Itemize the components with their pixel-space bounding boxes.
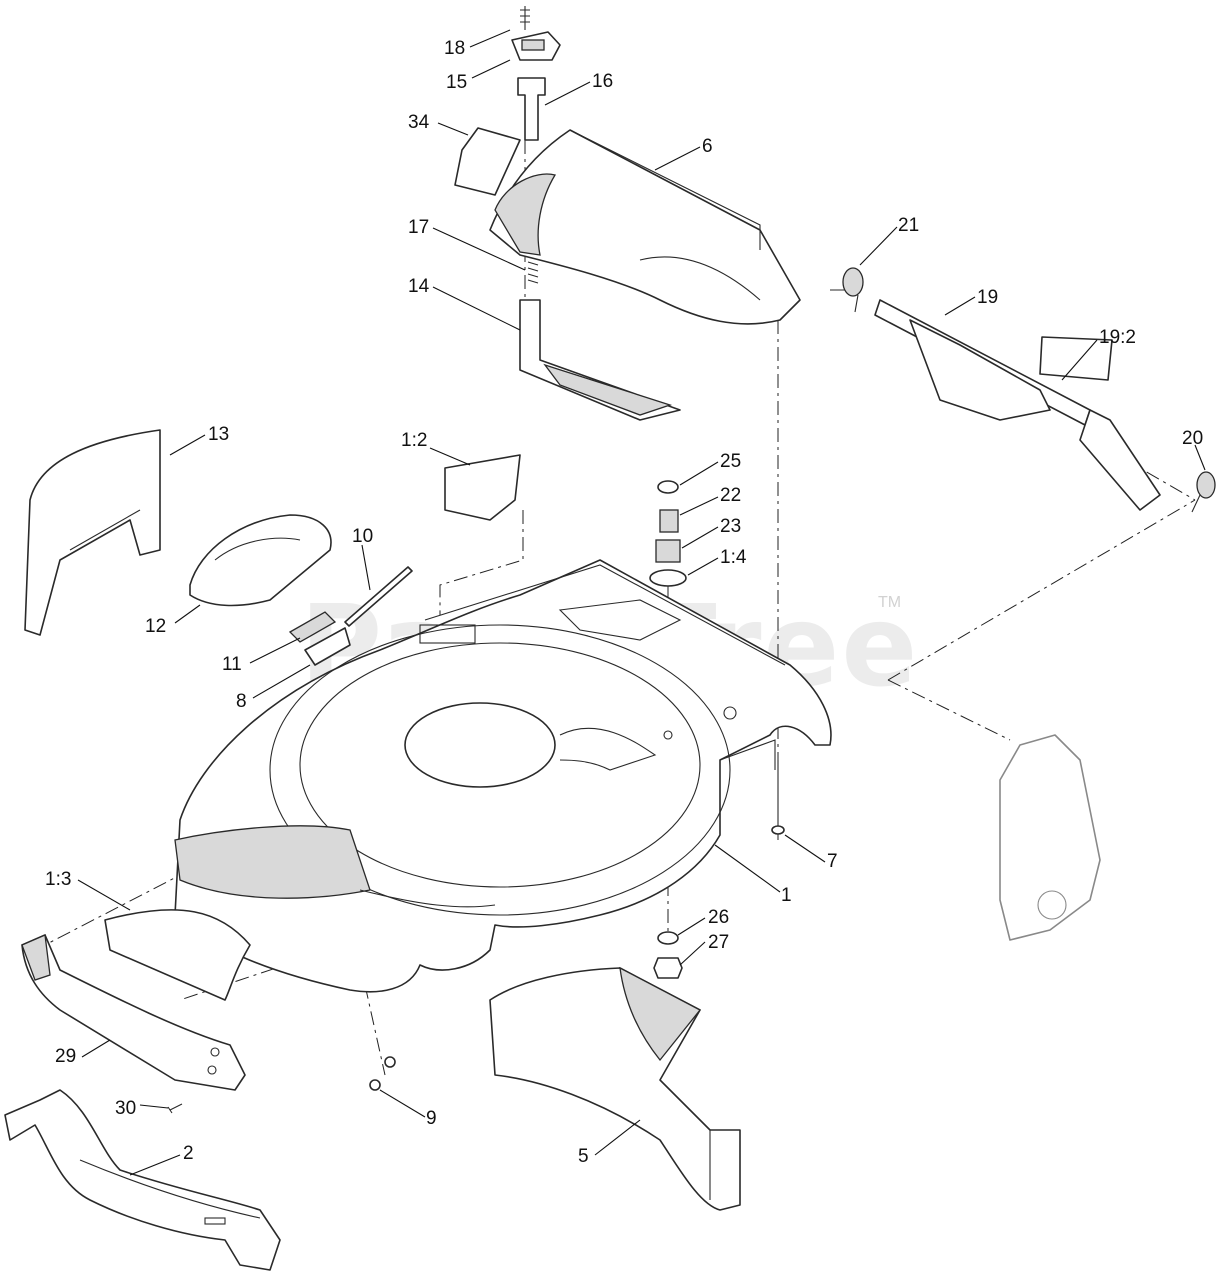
- callout-26: 26: [708, 907, 729, 928]
- callout-20: 20: [1182, 428, 1203, 449]
- callout-10: 10: [352, 526, 373, 547]
- callout-18: 18: [444, 38, 465, 59]
- leader-lines: [77, 29, 1206, 1176]
- callout-labels: 18 15 16 34 6 17 14 21 19 19:2 20 13 1:2…: [45, 38, 1203, 1167]
- callout-1-2: 1:2: [401, 430, 427, 451]
- callout-6: 6: [702, 136, 713, 157]
- callout-22: 22: [720, 485, 741, 506]
- bolt-part-7: [771, 760, 785, 835]
- rear-chute-housing: [489, 129, 801, 325]
- rod-part-10: [344, 566, 413, 627]
- deck-housing: [174, 559, 832, 993]
- pin-part-16: [517, 77, 546, 141]
- spring-part-20: [1191, 471, 1216, 513]
- callout-15: 15: [446, 72, 467, 93]
- callout-29: 29: [55, 1046, 76, 1067]
- knob-part-15: [511, 31, 561, 61]
- callout-2: 2: [183, 1143, 194, 1164]
- decal-part-1-2: [444, 454, 521, 521]
- front-skirt-part-2: [4, 1089, 281, 1271]
- callout-16: 16: [592, 71, 613, 92]
- spring-part-21: [830, 267, 864, 313]
- side-bracket: [999, 734, 1101, 941]
- decal-part-34: [454, 127, 521, 196]
- callout-8: 8: [236, 691, 247, 712]
- washer-nut: [653, 931, 683, 979]
- callout-12: 12: [145, 616, 166, 637]
- callout-5: 5: [578, 1146, 589, 1167]
- callout-23: 23: [720, 516, 741, 537]
- decal-part-19-2: [1039, 336, 1113, 381]
- callout-7: 7: [827, 851, 838, 872]
- callout-27: 27: [708, 932, 729, 953]
- adjuster-stack: [649, 480, 687, 587]
- handle-rod-assembly: [874, 299, 1161, 511]
- callout-1-3: 1:3: [45, 869, 71, 890]
- callout-21: 21: [898, 215, 919, 236]
- callout-1-4: 1:4: [720, 547, 747, 568]
- handle-cover-part-12: [189, 514, 332, 607]
- callout-25: 25: [720, 451, 741, 472]
- callout-13: 13: [208, 424, 229, 445]
- callout-1: 1: [781, 885, 792, 906]
- spring-part-17: [527, 261, 539, 284]
- callout-9: 9: [426, 1108, 437, 1129]
- screw-part-18: [520, 6, 530, 30]
- callout-11: 11: [222, 654, 242, 675]
- callout-17: 17: [408, 217, 429, 238]
- screw-part-30: [167, 1103, 183, 1114]
- front-bumper-part-29: [21, 934, 246, 1091]
- callout-30: 30: [115, 1098, 136, 1119]
- callout-19-2: 19:2: [1099, 327, 1136, 348]
- watermark-trademark: TM: [878, 594, 901, 611]
- callout-14: 14: [408, 276, 430, 297]
- screws-part-9: [369, 1056, 396, 1091]
- callout-19: 19: [977, 287, 998, 308]
- rear-flap-part-13: [24, 429, 161, 636]
- callout-34: 34: [408, 112, 430, 133]
- decal-part-1-3: [104, 909, 251, 1001]
- height-adjust-plate: [519, 299, 681, 421]
- side-deflector-part-5: [489, 966, 741, 1211]
- spring-part-11: [288, 611, 351, 666]
